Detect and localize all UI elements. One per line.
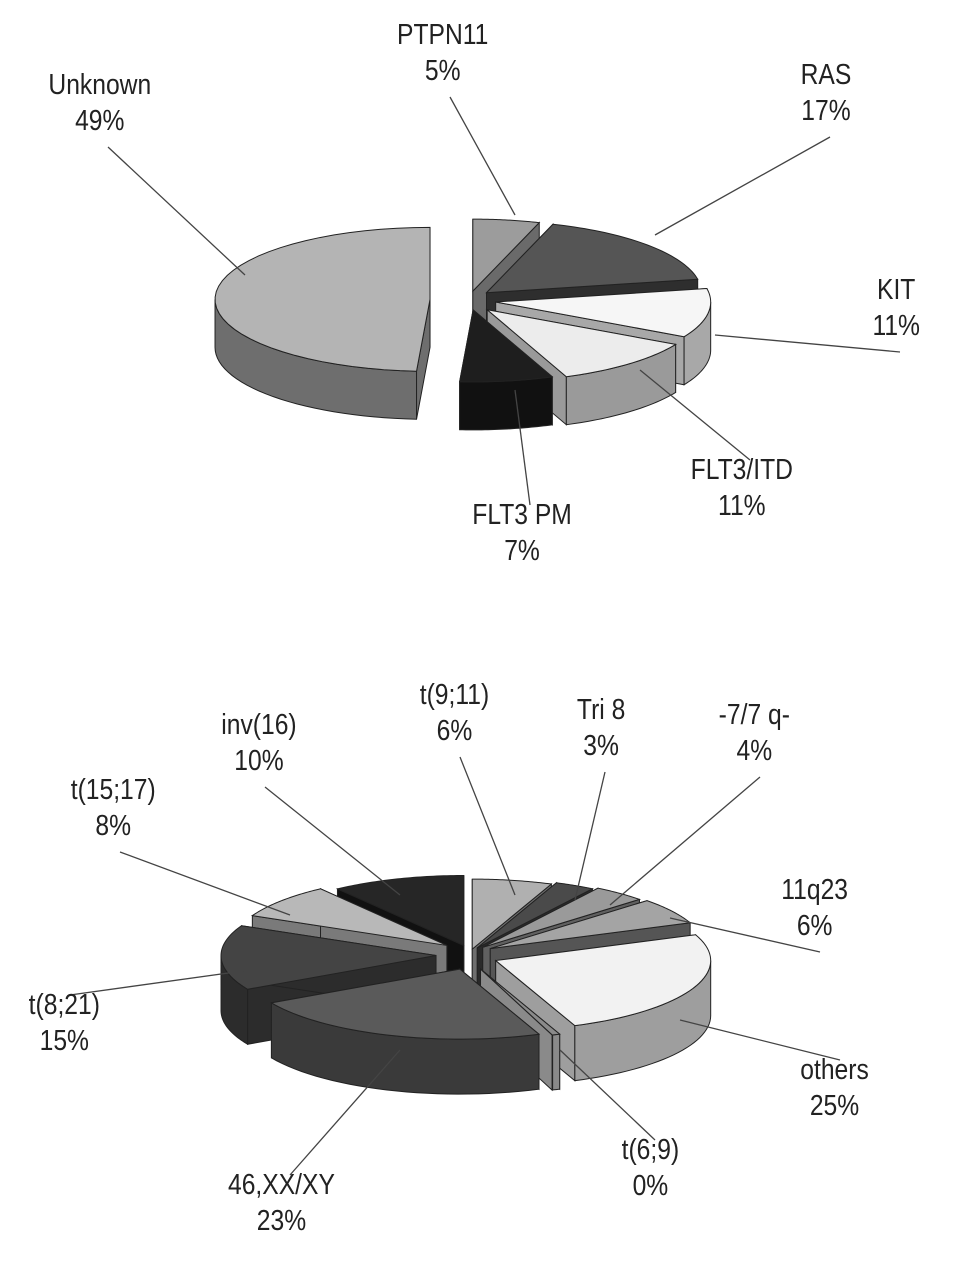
label-category: RAS <box>800 59 852 91</box>
slice-tri-8-top <box>476 882 594 949</box>
leader-line-ptpn11 <box>449 96 516 216</box>
slice-ras-top <box>485 223 699 294</box>
leader-line-kit <box>714 334 901 353</box>
leader-line-t-15-17- <box>119 851 291 916</box>
data-label-t-8-21-: t(8;21) 15% <box>29 987 100 1059</box>
data-label-t-6-9-: t(6;9) 0% <box>622 1132 680 1204</box>
data-label-ras: RAS 17% <box>801 57 852 129</box>
label-category: Tri 8 <box>576 694 626 726</box>
data-label-flt3-itd: FLT3/ITD 11% <box>691 452 793 524</box>
data-label-inv-16-: inv(16) 10% <box>221 707 296 779</box>
label-category: FLT3 PM <box>472 499 572 531</box>
slice-flt3-pm-side <box>459 376 553 431</box>
slice-inv-16--top <box>335 874 465 947</box>
slice-unknown-top <box>214 226 431 372</box>
label-value: 5% <box>424 55 461 87</box>
leader-line-flt3-pm <box>514 389 531 506</box>
leader-line-ras <box>654 136 831 236</box>
data-label-tri-8: Tri 8 3% <box>577 692 625 764</box>
slice-flt3-itd-top <box>485 308 677 378</box>
label-value: 11% <box>872 310 920 342</box>
label-category: others <box>800 1054 869 1086</box>
label-category: t(15;17) <box>70 774 156 806</box>
label-category: KIT <box>877 274 916 306</box>
data-label-46-xx-xy: 46,XX/XY 23% <box>228 1167 335 1239</box>
slice-46-xx-xy-top <box>269 968 541 1040</box>
leader-line-t-9-11- <box>459 756 516 896</box>
slice-t-15-17--top <box>251 888 448 946</box>
data-label-ptpn11: PTPN11 5% <box>397 17 488 89</box>
label-category: 11q23 <box>781 874 849 906</box>
label-value: 6% <box>436 715 473 747</box>
slice-others-top <box>494 934 712 1027</box>
label-category: Unknown <box>48 69 152 101</box>
label-value: 7% <box>504 535 540 567</box>
leader-line-tri-8 <box>574 771 606 901</box>
slice-t-9-11--top <box>471 878 553 951</box>
leader-line-unknown <box>107 146 246 276</box>
label-category: PTPN11 <box>397 19 489 51</box>
label-category: t(9;11) <box>419 679 490 711</box>
data-label-11q23: 11q23 6% <box>781 872 848 944</box>
label-category: inv(16) <box>221 709 297 741</box>
label-value: 23% <box>256 1205 307 1237</box>
slice-11q23-top <box>490 900 692 950</box>
label-value: 3% <box>583 730 619 762</box>
slice-kit-top <box>495 288 712 338</box>
label-value: 8% <box>95 810 132 842</box>
label-value: 6% <box>796 910 833 942</box>
data-label-others: others 25% <box>800 1052 869 1124</box>
leader-line--7-7-q- <box>609 776 761 906</box>
label-value: 25% <box>809 1090 860 1122</box>
slice-ptpn11-top <box>472 218 541 293</box>
leader-line-others <box>679 1019 841 1061</box>
leader-line-inv-16- <box>264 786 401 896</box>
label-category: t(6;9) <box>621 1134 680 1166</box>
label-category: 46,XX/XY <box>228 1169 335 1201</box>
data-label-t-9-11-: t(9;11) 6% <box>420 677 489 749</box>
label-category: FLT3/ITD <box>690 454 793 486</box>
leader-line-46-xx-xy <box>289 1049 401 1176</box>
label-category: t(8;21) <box>28 989 100 1021</box>
data-label-kit: KIT 11% <box>872 272 920 344</box>
slice--7-7-q--top <box>482 887 642 948</box>
label-value: 11% <box>718 490 766 522</box>
data-label-t-15-17-: t(15;17) 8% <box>71 772 156 844</box>
slice-t-6-9--side <box>552 1033 561 1091</box>
label-value: 0% <box>632 1170 669 1202</box>
leader-line-11q23 <box>669 917 821 953</box>
leader-line-t-8-21- <box>69 969 251 996</box>
leader-line-t-6-9- <box>559 1049 656 1141</box>
label-value: 15% <box>39 1025 89 1057</box>
label-value: 49% <box>75 105 125 137</box>
data-label--7-7-q-: -7/7 q- 4% <box>719 697 790 769</box>
slice-flt3-pm-top <box>459 308 554 383</box>
data-label-unknown: Unknown 49% <box>48 67 151 139</box>
slice-t-6-9--top <box>480 968 561 1036</box>
label-value: 10% <box>234 745 284 777</box>
leader-line-flt3-itd <box>639 369 751 461</box>
label-value: 17% <box>801 95 851 127</box>
label-value: 4% <box>736 735 773 767</box>
data-label-flt3-pm: FLT3 PM 7% <box>472 497 572 569</box>
label-category: -7/7 q- <box>718 699 790 731</box>
slice-t-8-21--top <box>220 925 437 990</box>
